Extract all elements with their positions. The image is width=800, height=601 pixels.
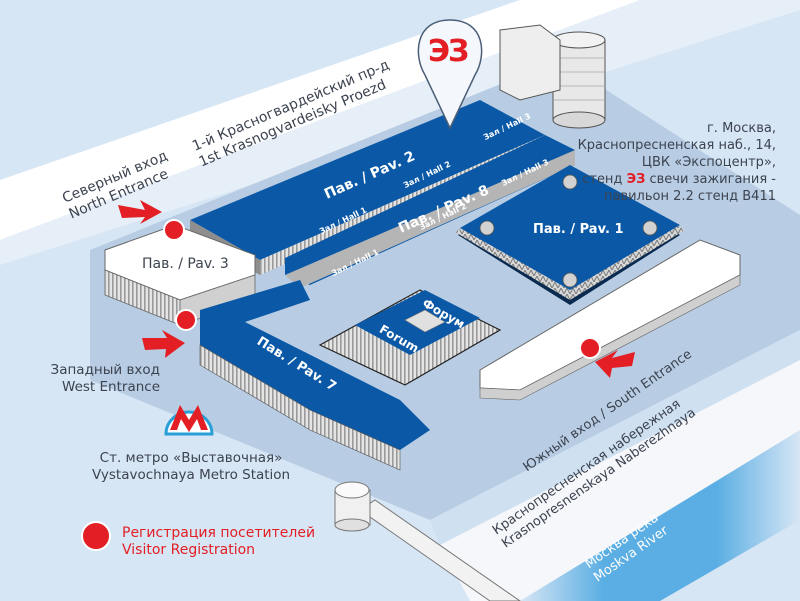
address-line-2: Краснопресненская наб., 14, bbox=[577, 138, 776, 153]
west-entrance-label: Западный вход West Entrance bbox=[51, 362, 160, 396]
legend-registration-en: Visitor Registration bbox=[122, 542, 256, 558]
south-walk bbox=[430, 330, 800, 545]
legend-registration-ru: Регистрация посетителей bbox=[122, 525, 316, 541]
metro-name-en: Vystavochnaya Metro Station bbox=[92, 467, 291, 483]
registration-south bbox=[579, 337, 601, 359]
pavilion-8-front bbox=[285, 150, 575, 288]
legend-registration-dot bbox=[81, 521, 111, 551]
entrance-arrows bbox=[118, 200, 635, 378]
metro-name-ru: Ст. метро «Выставочная» bbox=[99, 450, 283, 466]
pedestrian-bridge bbox=[334, 481, 521, 601]
rotunda-tower bbox=[552, 31, 606, 129]
forum-pyramid bbox=[404, 309, 446, 333]
registration-north bbox=[163, 219, 185, 241]
address-block: г. Москва, Краснопресненская наб., 14, Ц… bbox=[578, 120, 776, 205]
pavilion-7-roof bbox=[200, 280, 430, 450]
west-entrance-arrow bbox=[142, 330, 185, 358]
pavilion-1-label: Пав. / Pav. 1 bbox=[533, 222, 624, 237]
registration-west bbox=[175, 309, 197, 331]
address-line-3: ЦВК «Экспоцентр», bbox=[641, 155, 776, 170]
address-line-1: г. Москва, bbox=[706, 121, 776, 136]
west-entrance-en: West Entrance bbox=[62, 379, 160, 395]
pavilion-1-roof bbox=[460, 165, 680, 290]
south-corridor-side bbox=[479, 274, 741, 401]
address-brand: ЭЗ bbox=[626, 172, 646, 187]
pavilion-7-front bbox=[199, 344, 401, 471]
pavilion-1-towers bbox=[479, 174, 658, 288]
river bbox=[520, 430, 800, 601]
pavilion-2-roof bbox=[190, 100, 545, 260]
address-stand-suffix: свечи зажигания - bbox=[649, 172, 777, 187]
address-line-5: павильон 2.2 стенд В411 bbox=[603, 189, 776, 204]
legend-registration: Регистрация посетителей Visitor Registra… bbox=[122, 525, 315, 559]
metro-station-label: Ст. метро «Выставочная» Vystavochnaya Me… bbox=[92, 450, 290, 484]
metro-m-icon bbox=[164, 405, 214, 436]
north-entrance-arrow bbox=[118, 200, 162, 224]
pavilion-3-label: Пав. / Pav. 3 bbox=[142, 256, 229, 272]
south-entrance-arrow bbox=[595, 350, 635, 378]
brand-logo: ЭЗ bbox=[428, 34, 469, 69]
location-pin[interactable] bbox=[417, 19, 483, 130]
annex-building bbox=[499, 24, 561, 101]
west-entrance-ru: Западный вход bbox=[50, 362, 160, 378]
registration-points bbox=[163, 219, 601, 359]
address-stand-prefix: стенд bbox=[582, 172, 623, 187]
embankment-road bbox=[440, 360, 800, 601]
address-line-4: стенд ЭЗ свечи зажигания - bbox=[578, 171, 776, 188]
